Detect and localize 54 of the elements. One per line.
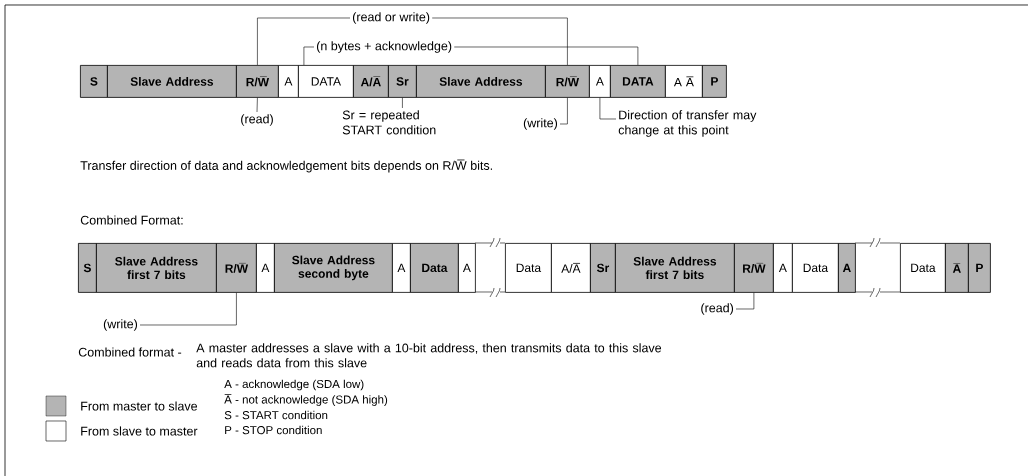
- leader-line: [139, 292, 237, 326]
- key-entry: S - START condition: [224, 410, 328, 420]
- packet-field: Data: [900, 243, 946, 293]
- leader-line: [431, 17, 568, 66]
- packet-field: Sr: [388, 65, 417, 98]
- legend-text: From master to slave: [81, 401, 198, 411]
- leader-line: [257, 17, 351, 66]
- packet-field: Slave Address second byte: [274, 243, 393, 293]
- packet-field: A: [458, 243, 476, 293]
- packet-field: R/W̅: [216, 243, 257, 293]
- leader-line: [599, 97, 617, 120]
- packet-field: R/W̅: [734, 243, 774, 293]
- packet-field: A: [589, 65, 611, 98]
- annotation-text: Sr = repeated START condition: [342, 110, 436, 135]
- key-entry: A - acknowledge (SDA low): [224, 379, 364, 391]
- packet-field: A A̅: [665, 65, 703, 98]
- key-entry: A̅ - not acknowledge (SDA high): [224, 394, 388, 406]
- key-entry: P - STOP condition: [225, 425, 322, 435]
- leader-line: [303, 46, 315, 66]
- caption-text: A master addresses a slave with a 10-bit address, then transmits data to this slave and reads data from this slave: [196, 343, 662, 368]
- leader-line: [453, 46, 639, 66]
- packet-field: A/A̅: [551, 243, 591, 293]
- packet-field: Data: [410, 243, 459, 293]
- annotation-text: (read or write): [353, 12, 430, 24]
- packet-field: A: [278, 65, 299, 98]
- caption-text: Combined format -: [78, 347, 182, 357]
- caption-text: Transfer direction of data and acknowledgement bits depends on R/W̅ bits.: [80, 159, 492, 173]
- packet-field: P: [968, 243, 991, 293]
- packet-field: DATA: [610, 65, 666, 98]
- legend-text: From slave to master: [81, 426, 198, 436]
- leader-line: [559, 97, 568, 125]
- leader-line: [735, 292, 755, 310]
- packet-field: R/W̅: [236, 65, 279, 98]
- section-heading: Combined Format:: [80, 215, 183, 225]
- packet-field: A/A̅: [353, 65, 389, 98]
- packet-field: R/W̅: [545, 65, 590, 98]
- packet-field: P: [702, 65, 727, 98]
- annotation-text: (write): [523, 118, 558, 130]
- leader-line: [402, 97, 403, 109]
- packet-field: A: [392, 243, 411, 293]
- annotation-text: (write): [103, 319, 138, 331]
- annotation-text: (n bytes + acknowledge): [317, 41, 452, 53]
- packet-field: S: [80, 65, 108, 98]
- annotation-text: (read): [701, 303, 733, 315]
- annotation-text: Direction of transfer may change at this point: [618, 110, 757, 137]
- packet-field: A̅: [945, 243, 969, 293]
- leader-line: [256, 97, 258, 113]
- packet-field: A: [773, 243, 793, 293]
- packet-field: S: [78, 243, 97, 293]
- annotation-text: (read): [241, 114, 273, 126]
- packet-field: Data: [505, 243, 552, 293]
- packet-field: Sr: [590, 243, 616, 293]
- packet-field: A: [838, 243, 856, 293]
- packet-field: A: [256, 243, 275, 293]
